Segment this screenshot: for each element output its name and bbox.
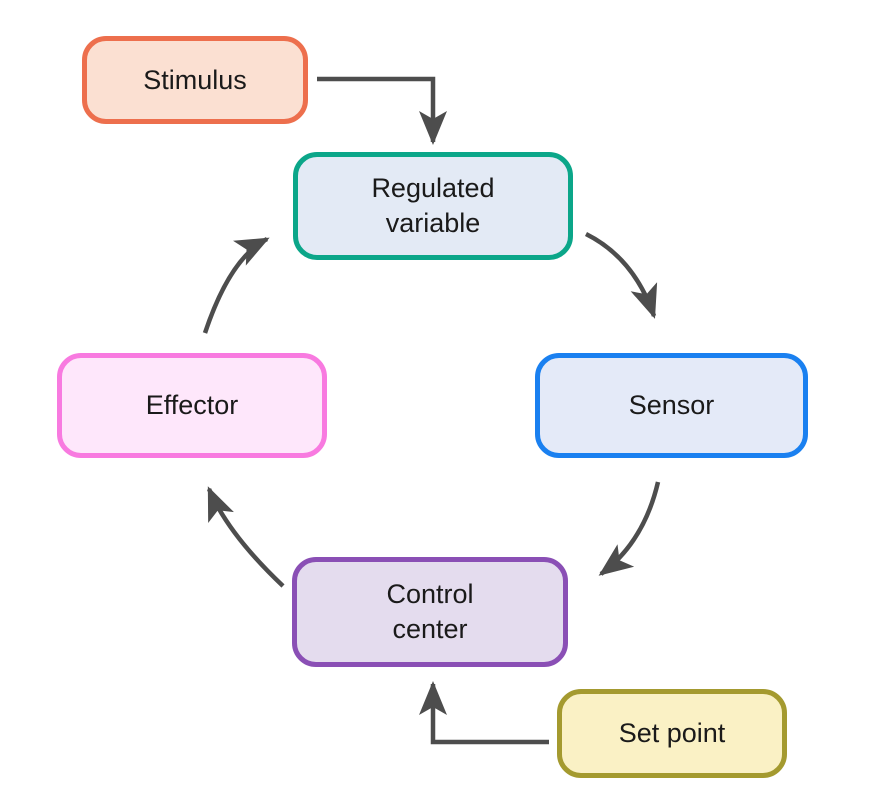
node-set-point-label: Set point bbox=[618, 718, 726, 749]
node-sensor: Sensor bbox=[535, 353, 808, 458]
node-set-point: Set point bbox=[557, 689, 787, 778]
arrow-sensor-to-control-center bbox=[598, 481, 661, 576]
arrow-effector-to-regulated-variable bbox=[202, 236, 270, 334]
node-effector: Effector bbox=[57, 353, 327, 458]
node-stimulus-label: Stimulus bbox=[143, 64, 247, 95]
node-effector-label: Effector bbox=[145, 390, 239, 421]
node-stimulus: Stimulus bbox=[82, 36, 308, 124]
node-regulated-variable: Regulated variable bbox=[293, 152, 573, 260]
node-control-center: Control center bbox=[292, 557, 568, 667]
arrow-stimulus-to-regulated-variable bbox=[317, 76, 447, 145]
arrow-set-point-to-control-center bbox=[419, 681, 549, 745]
node-control-center-label: Control center bbox=[386, 579, 474, 644]
arrow-control-center-to-effector bbox=[206, 486, 285, 588]
node-sensor-label: Sensor bbox=[628, 390, 715, 421]
node-regulated-variable-label: Regulated variable bbox=[371, 173, 495, 238]
arrow-regulated-variable-to-sensor bbox=[584, 231, 658, 319]
